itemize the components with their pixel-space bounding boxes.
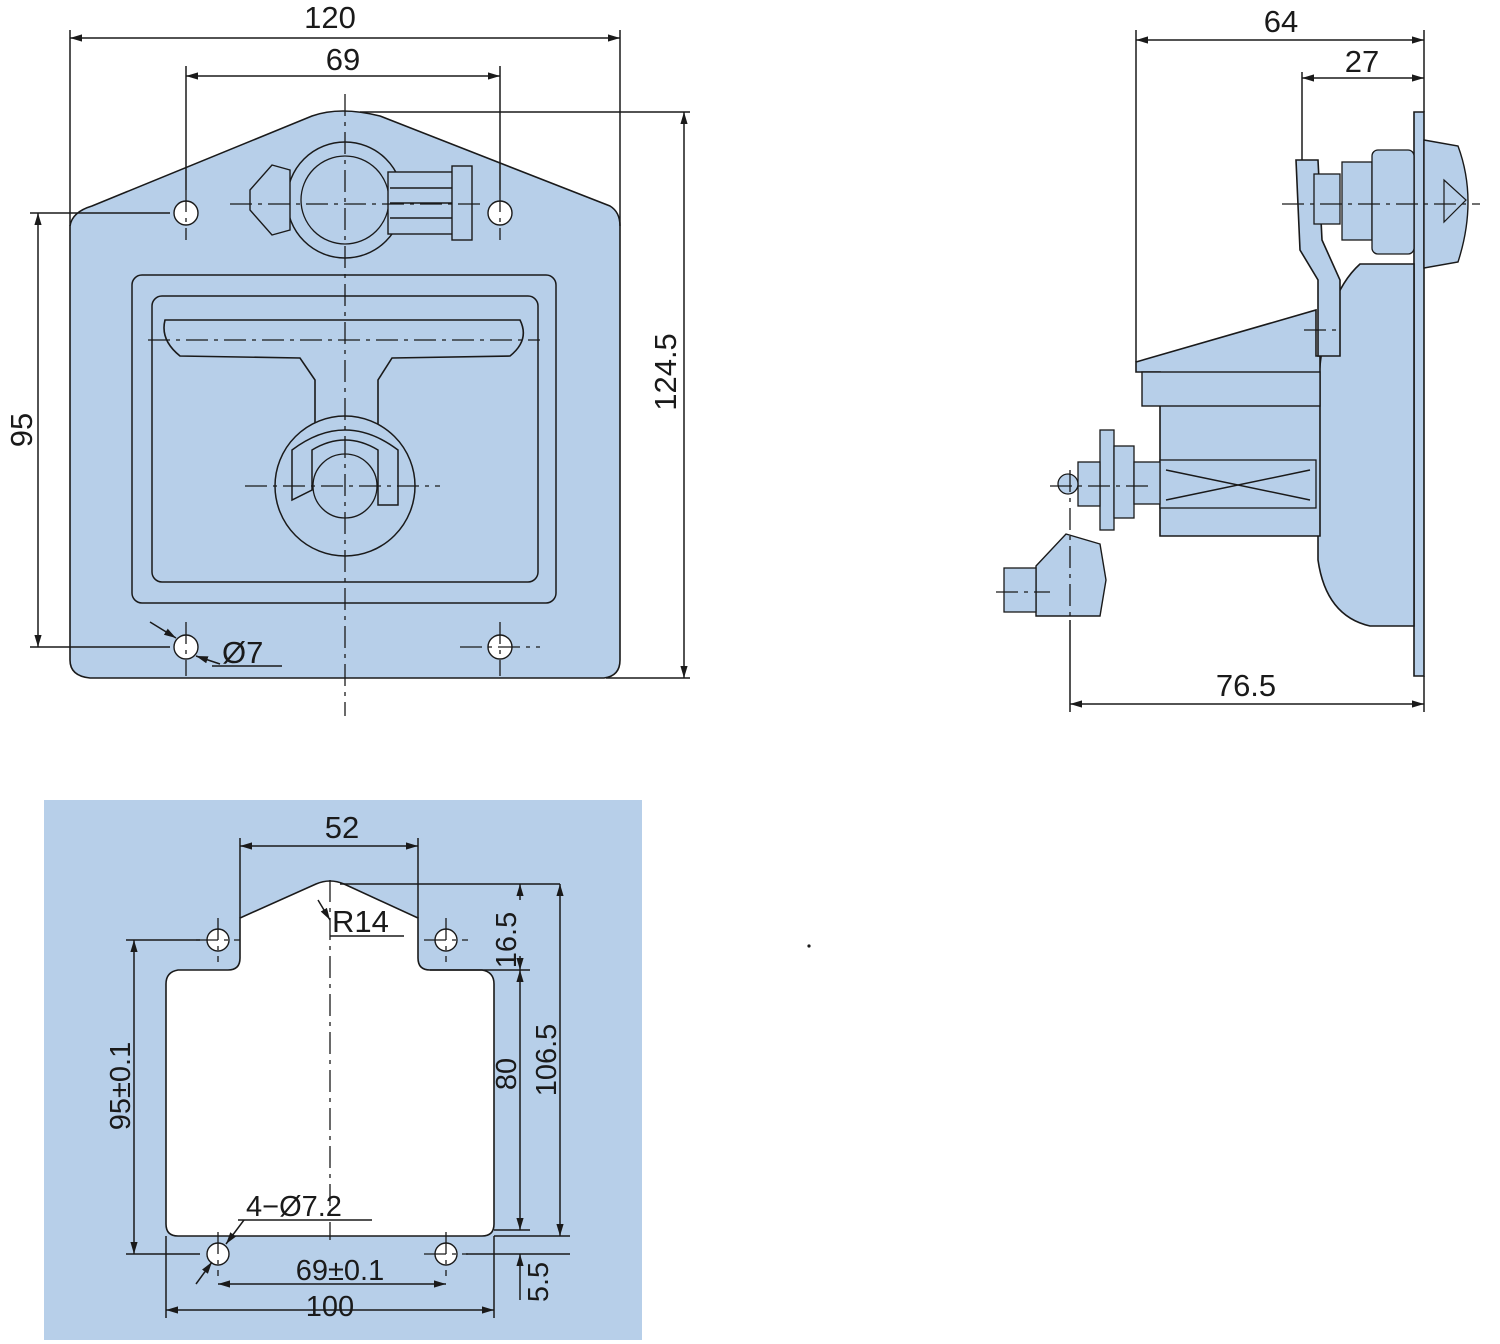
dim-overall-height: 124.5 bbox=[648, 333, 683, 411]
dim-holes: 4−Ø7.2 bbox=[246, 1191, 342, 1223]
cutout-view: 52 R14 16.5 80 106.5 5.5 95±0.1 4−Ø7.2 bbox=[44, 800, 642, 1340]
side-cam-nut bbox=[1099, 429, 1115, 531]
dim-top-offset: 16.5 bbox=[491, 912, 523, 968]
dim-depth-bottom: 76.5 bbox=[1216, 668, 1276, 703]
dim-top-hole-spacing: 69 bbox=[326, 42, 360, 77]
dim-depth-lock: 27 bbox=[1345, 44, 1379, 79]
dim-hole-horizontal-spacing: 69±0.1 bbox=[296, 1255, 385, 1287]
dim-hole-vertical-spacing: 95 bbox=[4, 413, 39, 447]
side-view: 64 27 76.5 bbox=[996, 4, 1480, 712]
dim-overall-width: 120 bbox=[304, 0, 356, 35]
upper-lock-left-tab bbox=[249, 164, 291, 236]
dim-hole-diameter: Ø7 bbox=[222, 635, 263, 670]
stray-dot bbox=[807, 944, 811, 948]
dim-bottom-width: 100 bbox=[306, 1291, 354, 1323]
dim-cutout-height: 80 bbox=[491, 1058, 523, 1090]
lower-hook bbox=[291, 429, 399, 506]
dim-hole-vertical-spacing-cutout: 95±0.1 bbox=[105, 1042, 137, 1131]
side-body-rail bbox=[1141, 371, 1321, 407]
dim-bottom-offset: 5.5 bbox=[523, 1262, 555, 1302]
side-body-slot bbox=[1159, 459, 1317, 509]
dim-total-height: 106.5 bbox=[531, 1024, 563, 1097]
dim-top-width: 52 bbox=[325, 810, 359, 845]
side-mount-plate bbox=[1413, 111, 1425, 677]
front-view: 120 69 124.5 95 Ø7 bbox=[4, 0, 690, 716]
cutout-outline bbox=[165, 880, 495, 1237]
side-cam-bracket bbox=[1035, 533, 1107, 617]
dim-depth-total: 64 bbox=[1264, 4, 1298, 39]
dim-radius: R14 bbox=[332, 904, 389, 939]
